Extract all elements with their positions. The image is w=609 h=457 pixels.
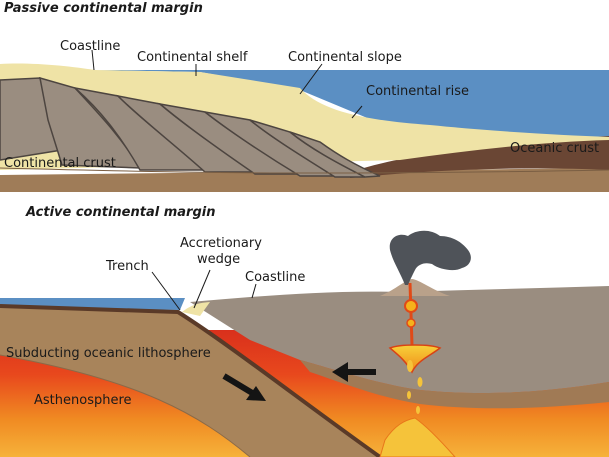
coastline-leader-active: [251, 283, 257, 299]
label-trench: Trench: [105, 259, 149, 274]
rise-leader: [351, 105, 363, 119]
label-continental-crust: Continental crust: [4, 156, 116, 171]
magma-drop-icon: [404, 299, 418, 313]
volcano-icon: [380, 279, 450, 296]
passive-title: Passive continental margin: [4, 1, 203, 16]
coastline-leader: [91, 49, 95, 71]
passive-margin-panel: Passive continental margin Coastline Con…: [0, 1, 609, 192]
slab-bottom-edge: [0, 354, 251, 457]
magma-drop-icon: [407, 391, 411, 399]
oceanic-crust-layer: [350, 136, 609, 178]
label-subducting-lithosphere: Subducting oceanic lithosphere: [6, 346, 211, 361]
magma-drop-icon: [407, 360, 413, 372]
label-oceanic-crust: Oceanic crust: [510, 141, 599, 156]
ash-plume-icon: [389, 230, 471, 285]
label-continental-slope: Continental slope: [288, 50, 402, 65]
motion-arrow-icon: [332, 362, 376, 382]
lower-crust: [0, 168, 609, 192]
magma-drop-icon: [406, 318, 416, 328]
continental-crust-active: [190, 286, 609, 394]
active-margin-panel: Active continental margin Trench Accreti…: [0, 205, 609, 457]
motion-arrow-icon: [222, 373, 266, 401]
label-coastline: Coastline: [60, 39, 120, 54]
crust-baseline: [0, 167, 609, 174]
label-asthenosphere: Asthenosphere: [34, 393, 132, 408]
accretionary-wedge: [182, 302, 210, 316]
subducting-slab: [0, 306, 380, 457]
magma-conduit: [408, 282, 414, 346]
ocean-water: [95, 70, 609, 140]
trench-leader: [151, 271, 181, 311]
magma-drop-icon: [417, 377, 423, 387]
wedge-leader: [193, 269, 211, 309]
slope-leader: [299, 63, 323, 95]
label-accretionary: Accretionary: [180, 236, 262, 251]
label-coastline-active: Coastline: [245, 270, 305, 285]
slab-melt: [379, 417, 456, 457]
label-continental-rise: Continental rise: [366, 84, 469, 99]
label-continental-shelf: Continental shelf: [137, 50, 248, 65]
magma-drop-icon: [416, 406, 420, 414]
continental-crust: [0, 76, 381, 178]
active-title: Active continental margin: [25, 205, 215, 220]
slab-top-edge: [0, 304, 382, 457]
continental-mantle: [300, 360, 609, 409]
magma-chamber: [388, 344, 442, 374]
label-wedge: wedge: [197, 252, 240, 267]
